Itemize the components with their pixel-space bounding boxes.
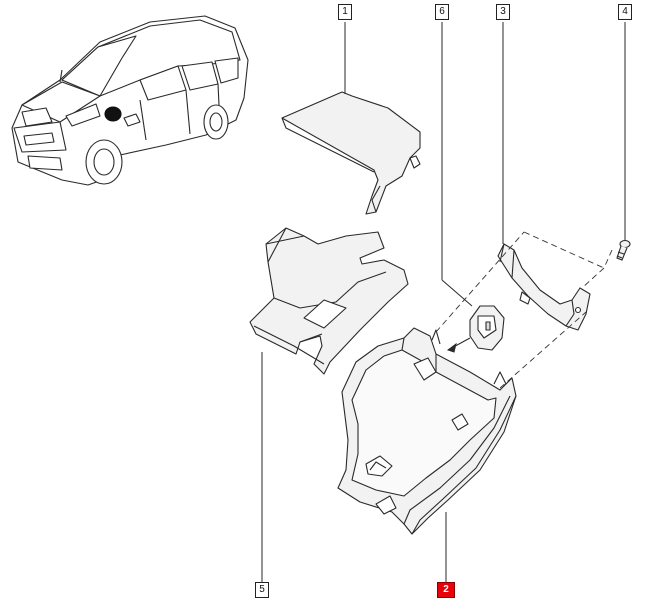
assembly-guide-lines	[435, 231, 613, 389]
callout-2-highlighted: 2	[437, 582, 455, 598]
lower-shroud-part	[337, 327, 517, 535]
sedan-car-icon	[11, 15, 249, 186]
callout-3: 3	[496, 4, 510, 20]
assembly-arrow	[446, 337, 471, 353]
upper-shroud-part	[281, 91, 421, 215]
trim-cover-part	[249, 227, 409, 375]
callout-6: 6	[435, 4, 449, 20]
leader-lines	[261, 22, 626, 582]
screw-part	[616, 239, 631, 261]
callout-4: 4	[618, 4, 632, 20]
clip-part	[469, 305, 505, 351]
callout-5: 5	[255, 582, 269, 598]
bracket-part	[497, 243, 591, 331]
callout-1: 1	[338, 4, 352, 20]
